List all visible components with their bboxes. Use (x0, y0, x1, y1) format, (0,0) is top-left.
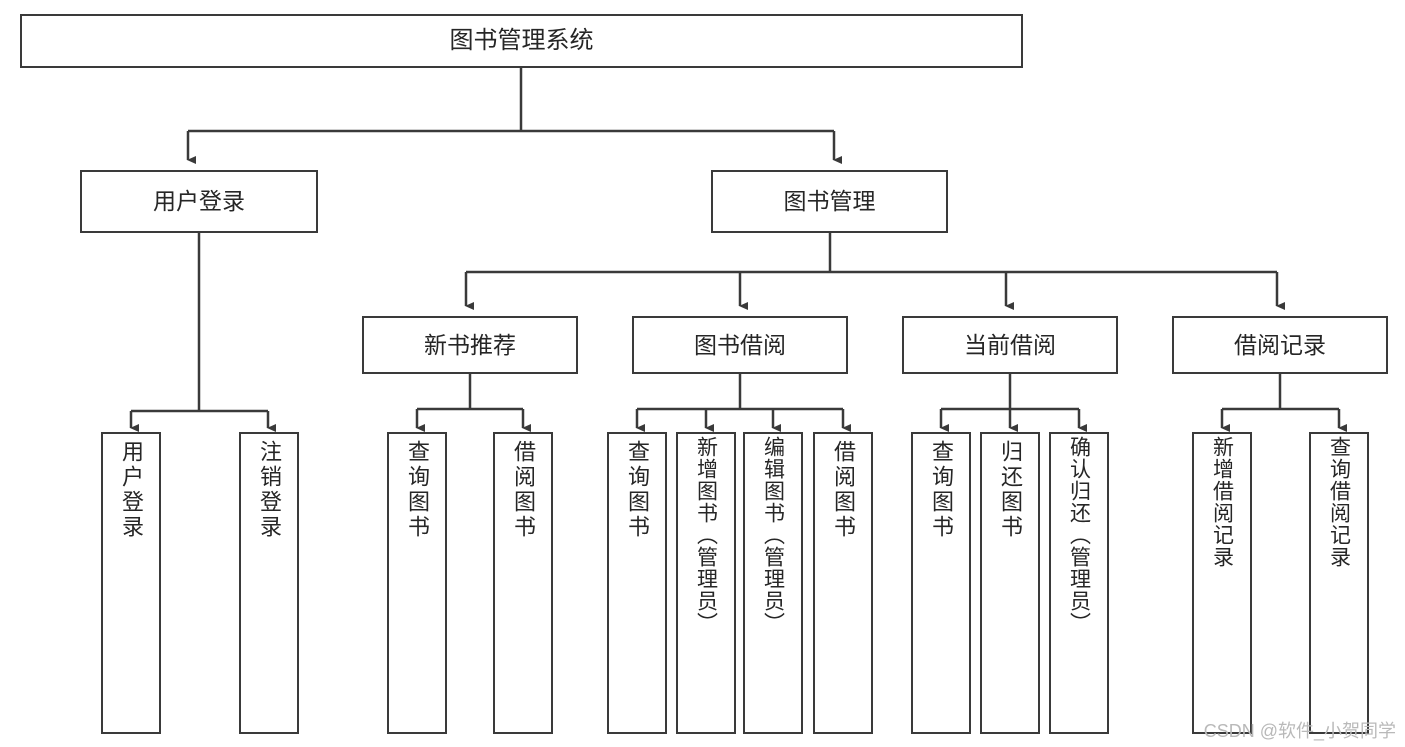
node-book-management-system[interactable]: 图书管理系统 (20, 14, 1023, 68)
node-book-management[interactable]: 图书管理 (711, 170, 948, 233)
node-label: 注销登录 (257, 440, 282, 540)
leaf-newbook-query-book[interactable]: 查询图书 (387, 432, 447, 734)
node-borrow-record[interactable]: 借阅记录 (1172, 316, 1388, 374)
node-label: 当前借阅 (964, 331, 1056, 358)
node-label: 图书管理 (783, 188, 876, 214)
leaf-currentborrow-query-book[interactable]: 查询图书 (911, 432, 971, 734)
node-label: 图书管理系统 (449, 27, 594, 54)
node-label: 查询图书 (625, 440, 650, 540)
node-label: 图书借阅 (694, 331, 786, 358)
node-user-login[interactable]: 用户登录 (80, 170, 318, 233)
leaf-logout[interactable]: 注销登录 (239, 432, 299, 734)
leaf-newbook-borrow-book[interactable]: 借阅图书 (493, 432, 553, 734)
leaf-borrowrecord-query-record[interactable]: 查询借阅记录 (1309, 432, 1369, 734)
leaf-bookborrow-borrow-book[interactable]: 借阅图书 (813, 432, 873, 734)
watermark-text: CSDN @软件_小贺同学 (1203, 721, 1396, 741)
leaf-currentborrow-return-book[interactable]: 归还图书 (980, 432, 1040, 734)
leaf-borrowrecord-add-record[interactable]: 新增借阅记录 (1192, 432, 1252, 734)
node-new-book-recommend[interactable]: 新书推荐 (362, 316, 578, 374)
node-label: 用户登录 (153, 188, 245, 214)
node-book-borrow[interactable]: 图书借阅 (632, 316, 848, 374)
node-label: 借阅图书 (511, 440, 536, 540)
node-label: 借阅记录 (1234, 331, 1326, 358)
node-label: 新书推荐 (424, 331, 516, 358)
node-label: 编辑图书（管理员） (761, 436, 785, 634)
node-label: 新增借阅记录 (1210, 436, 1234, 568)
node-label: 用户登录 (119, 440, 144, 540)
node-label: 查询图书 (405, 440, 430, 540)
node-label: 归还图书 (998, 440, 1023, 540)
node-current-borrow[interactable]: 当前借阅 (902, 316, 1118, 374)
node-label: 新增图书（管理员） (694, 436, 718, 634)
leaf-bookborrow-query-book[interactable]: 查询图书 (607, 432, 667, 734)
node-label: 查询图书 (929, 440, 954, 540)
node-label: 借阅图书 (831, 440, 856, 540)
node-label: 确认归还（管理员） (1067, 436, 1091, 634)
node-label: 查询借阅记录 (1327, 436, 1351, 568)
leaf-user-login[interactable]: 用户登录 (101, 432, 161, 734)
leaf-currentborrow-confirm-return-admin[interactable]: 确认归还（管理员） (1049, 432, 1109, 734)
leaf-bookborrow-add-book-admin[interactable]: 新增图书（管理员） (676, 432, 736, 734)
leaf-bookborrow-edit-book-admin[interactable]: 编辑图书（管理员） (743, 432, 803, 734)
